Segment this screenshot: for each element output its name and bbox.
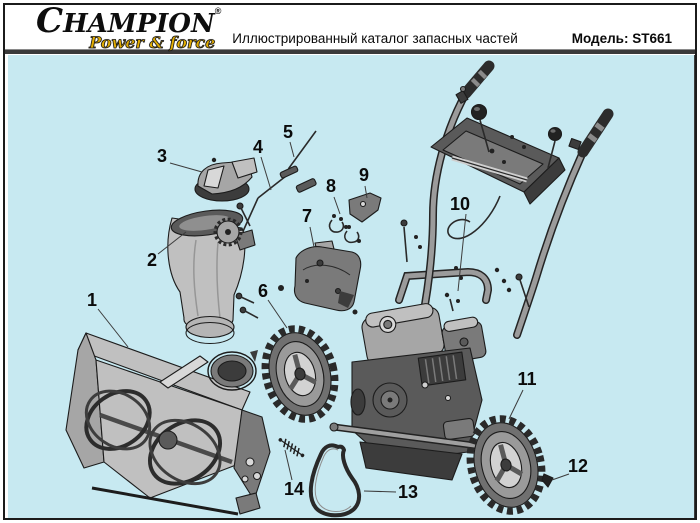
callout-3: 3 <box>157 146 203 173</box>
part-number: 6 <box>258 281 268 301</box>
part-number: 4 <box>253 137 263 157</box>
part-number: 1 <box>87 290 97 310</box>
callout-5: 5 <box>283 122 295 158</box>
part-number: 3 <box>157 146 167 166</box>
callout-14: 14 <box>284 449 304 499</box>
part-number: 8 <box>326 176 336 196</box>
part-2-chute <box>167 209 256 344</box>
callout-7: 7 <box>302 206 315 248</box>
brand-text: CHAMPION <box>36 1 215 41</box>
callout-9: 9 <box>359 165 369 199</box>
part-number: 5 <box>283 122 293 142</box>
engine-assembly <box>329 303 491 481</box>
model-label: Модель: ST661 <box>571 31 672 46</box>
part-5-rod-couplers <box>279 165 317 193</box>
part-14-spring <box>278 438 305 458</box>
callout-2: 2 <box>147 231 187 270</box>
part-11-right-wheel <box>466 415 546 515</box>
part-number: 7 <box>302 206 312 226</box>
part-10-handle-assembly <box>395 60 614 339</box>
header-separator <box>4 49 696 54</box>
registered-trademark-mark: ® <box>214 6 222 16</box>
part-number: 2 <box>147 250 157 270</box>
part-number: 11 <box>517 369 536 389</box>
part-number: 10 <box>450 194 470 214</box>
misc-hardware <box>235 285 460 362</box>
callout-12: 12 <box>551 456 588 481</box>
part-number: 14 <box>284 479 304 499</box>
part-number: 13 <box>398 482 418 502</box>
callout-6: 6 <box>258 281 288 329</box>
callout-13: 13 <box>363 482 418 502</box>
part-number: 12 <box>568 456 588 476</box>
part-1-auger-housing <box>65 332 271 516</box>
callouts: 1 2 3 4 5 6 7 8 <box>87 122 588 502</box>
champion-logo: CHAMPION® Power & force <box>36 4 221 51</box>
callout-10: 10 <box>450 194 470 292</box>
callout-1: 1 <box>87 290 129 348</box>
exploded-view-illustration: 1 2 3 4 5 6 7 8 <box>65 60 614 518</box>
brand-tagline: Power & force <box>89 33 216 52</box>
catalog-title: Иллюстрированный каталог запасных частей <box>232 31 518 46</box>
callout-4: 4 <box>253 137 272 191</box>
part-12-shear-key <box>541 473 554 488</box>
part-3-chute-cap <box>194 157 258 202</box>
part-13-drive-belt <box>308 443 361 518</box>
part-9-bracket <box>339 192 382 229</box>
part-8-spring-clips <box>328 214 361 244</box>
part-6-left-wheel <box>261 325 339 423</box>
part-number: 9 <box>359 165 369 185</box>
callout-11: 11 <box>508 369 537 420</box>
callout-8: 8 <box>326 176 341 215</box>
